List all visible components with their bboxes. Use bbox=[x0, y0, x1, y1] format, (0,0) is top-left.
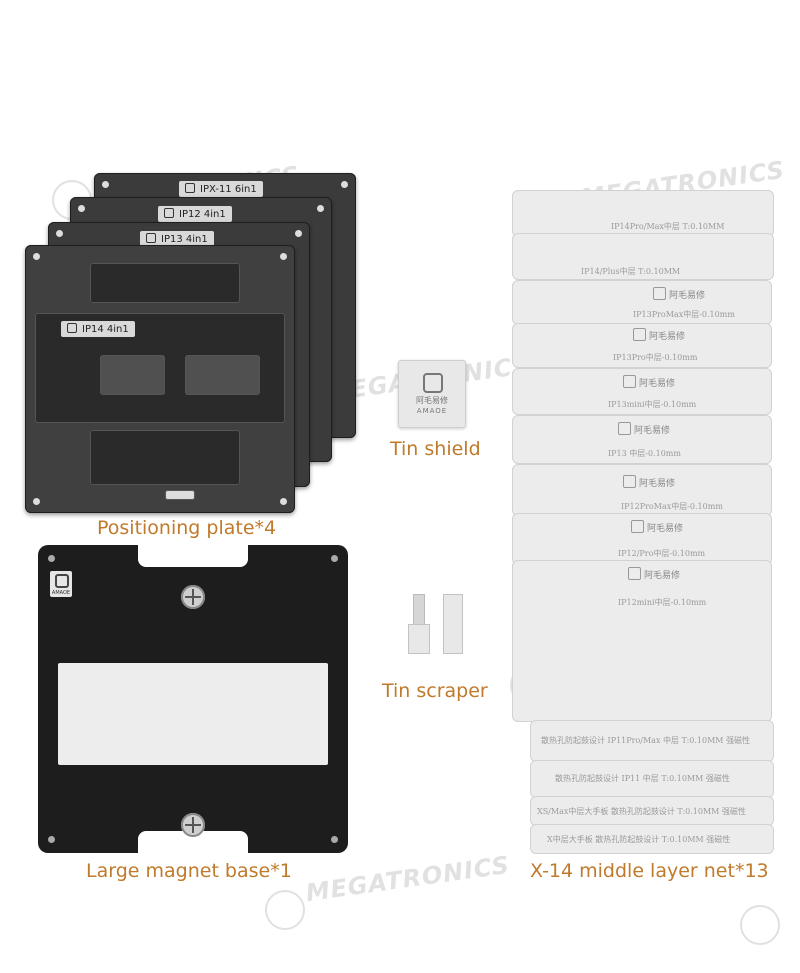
caption-middle-layer-net: X-14 middle layer net*13 bbox=[530, 860, 769, 882]
net-sheet: 阿毛易修 IP13mini中层-0.10mm bbox=[512, 368, 772, 415]
caption-tin-scraper: Tin scraper bbox=[382, 680, 488, 702]
tin-shield: 阿毛易修 AMAOE bbox=[398, 360, 466, 428]
positioning-plate-ip14: IP14 4in1 bbox=[25, 245, 295, 513]
net-sheet: 阿毛易修 IP13ProMax中层-0.10mm bbox=[512, 280, 772, 325]
screw-icon bbox=[181, 813, 205, 837]
caption-positioning-plate: Positioning plate*4 bbox=[97, 517, 277, 539]
tin-scraper bbox=[405, 594, 470, 654]
caption-tin-shield: Tin shield bbox=[390, 438, 481, 460]
magnet-pad bbox=[58, 663, 328, 765]
amaoe-logo: AMAOE bbox=[50, 571, 72, 597]
watermark-logo bbox=[265, 890, 305, 930]
tin-shield-brand-cn: 阿毛易修 bbox=[416, 396, 448, 405]
plate-tag: IP12 4in1 bbox=[158, 206, 232, 222]
net-sheet: IP14Pro/Max中层 T:0.10MM bbox=[512, 190, 774, 237]
net-sheet: 散热孔防起鼓设计 IP11 中层 T:0.10MM 强磁性 bbox=[530, 760, 774, 798]
net-sheet: IP14/Plus中层 T:0.10MM bbox=[512, 233, 774, 280]
watermark-logo bbox=[740, 905, 780, 945]
screw-icon bbox=[181, 585, 205, 609]
plate-tag: IP14 4in1 bbox=[61, 321, 135, 337]
magnet-base: AMAOE bbox=[38, 545, 348, 853]
net-sheet: 阿毛易修 IP13Pro中层-0.10mm bbox=[512, 323, 772, 368]
net-sheet: 散热孔防起鼓设计 IP11Pro/Max 中层 T:0.10MM 强磁性 bbox=[530, 720, 774, 762]
tin-shield-brand-en: AMAOE bbox=[416, 407, 448, 415]
net-sheet: 阿毛易修 IP12mini中层-0.10mm bbox=[512, 560, 772, 722]
plate-tag: IP13 4in1 bbox=[140, 231, 214, 247]
net-sheet: 阿毛易修 IP13 中层-0.10mm bbox=[512, 415, 772, 464]
net-sheet: 阿毛易修 IP12ProMax中层-0.10mm bbox=[512, 464, 772, 516]
net-sheet: X中层大手板 散热孔防起鼓设计 T:0.10MM 强磁性 bbox=[530, 824, 774, 854]
caption-magnet-base: Large magnet base*1 bbox=[86, 860, 292, 882]
watermark: MEGATRONICS bbox=[304, 850, 512, 908]
net-sheet: 阿毛易修 IP12/Pro中层-0.10mm bbox=[512, 513, 772, 565]
net-sheet: XS/Max中层大手板 散热孔防起鼓设计 T:0.10MM 强磁性 bbox=[530, 796, 774, 826]
plate-tag: IPX-11 6in1 bbox=[179, 181, 263, 197]
amaoe-logo bbox=[423, 373, 443, 393]
